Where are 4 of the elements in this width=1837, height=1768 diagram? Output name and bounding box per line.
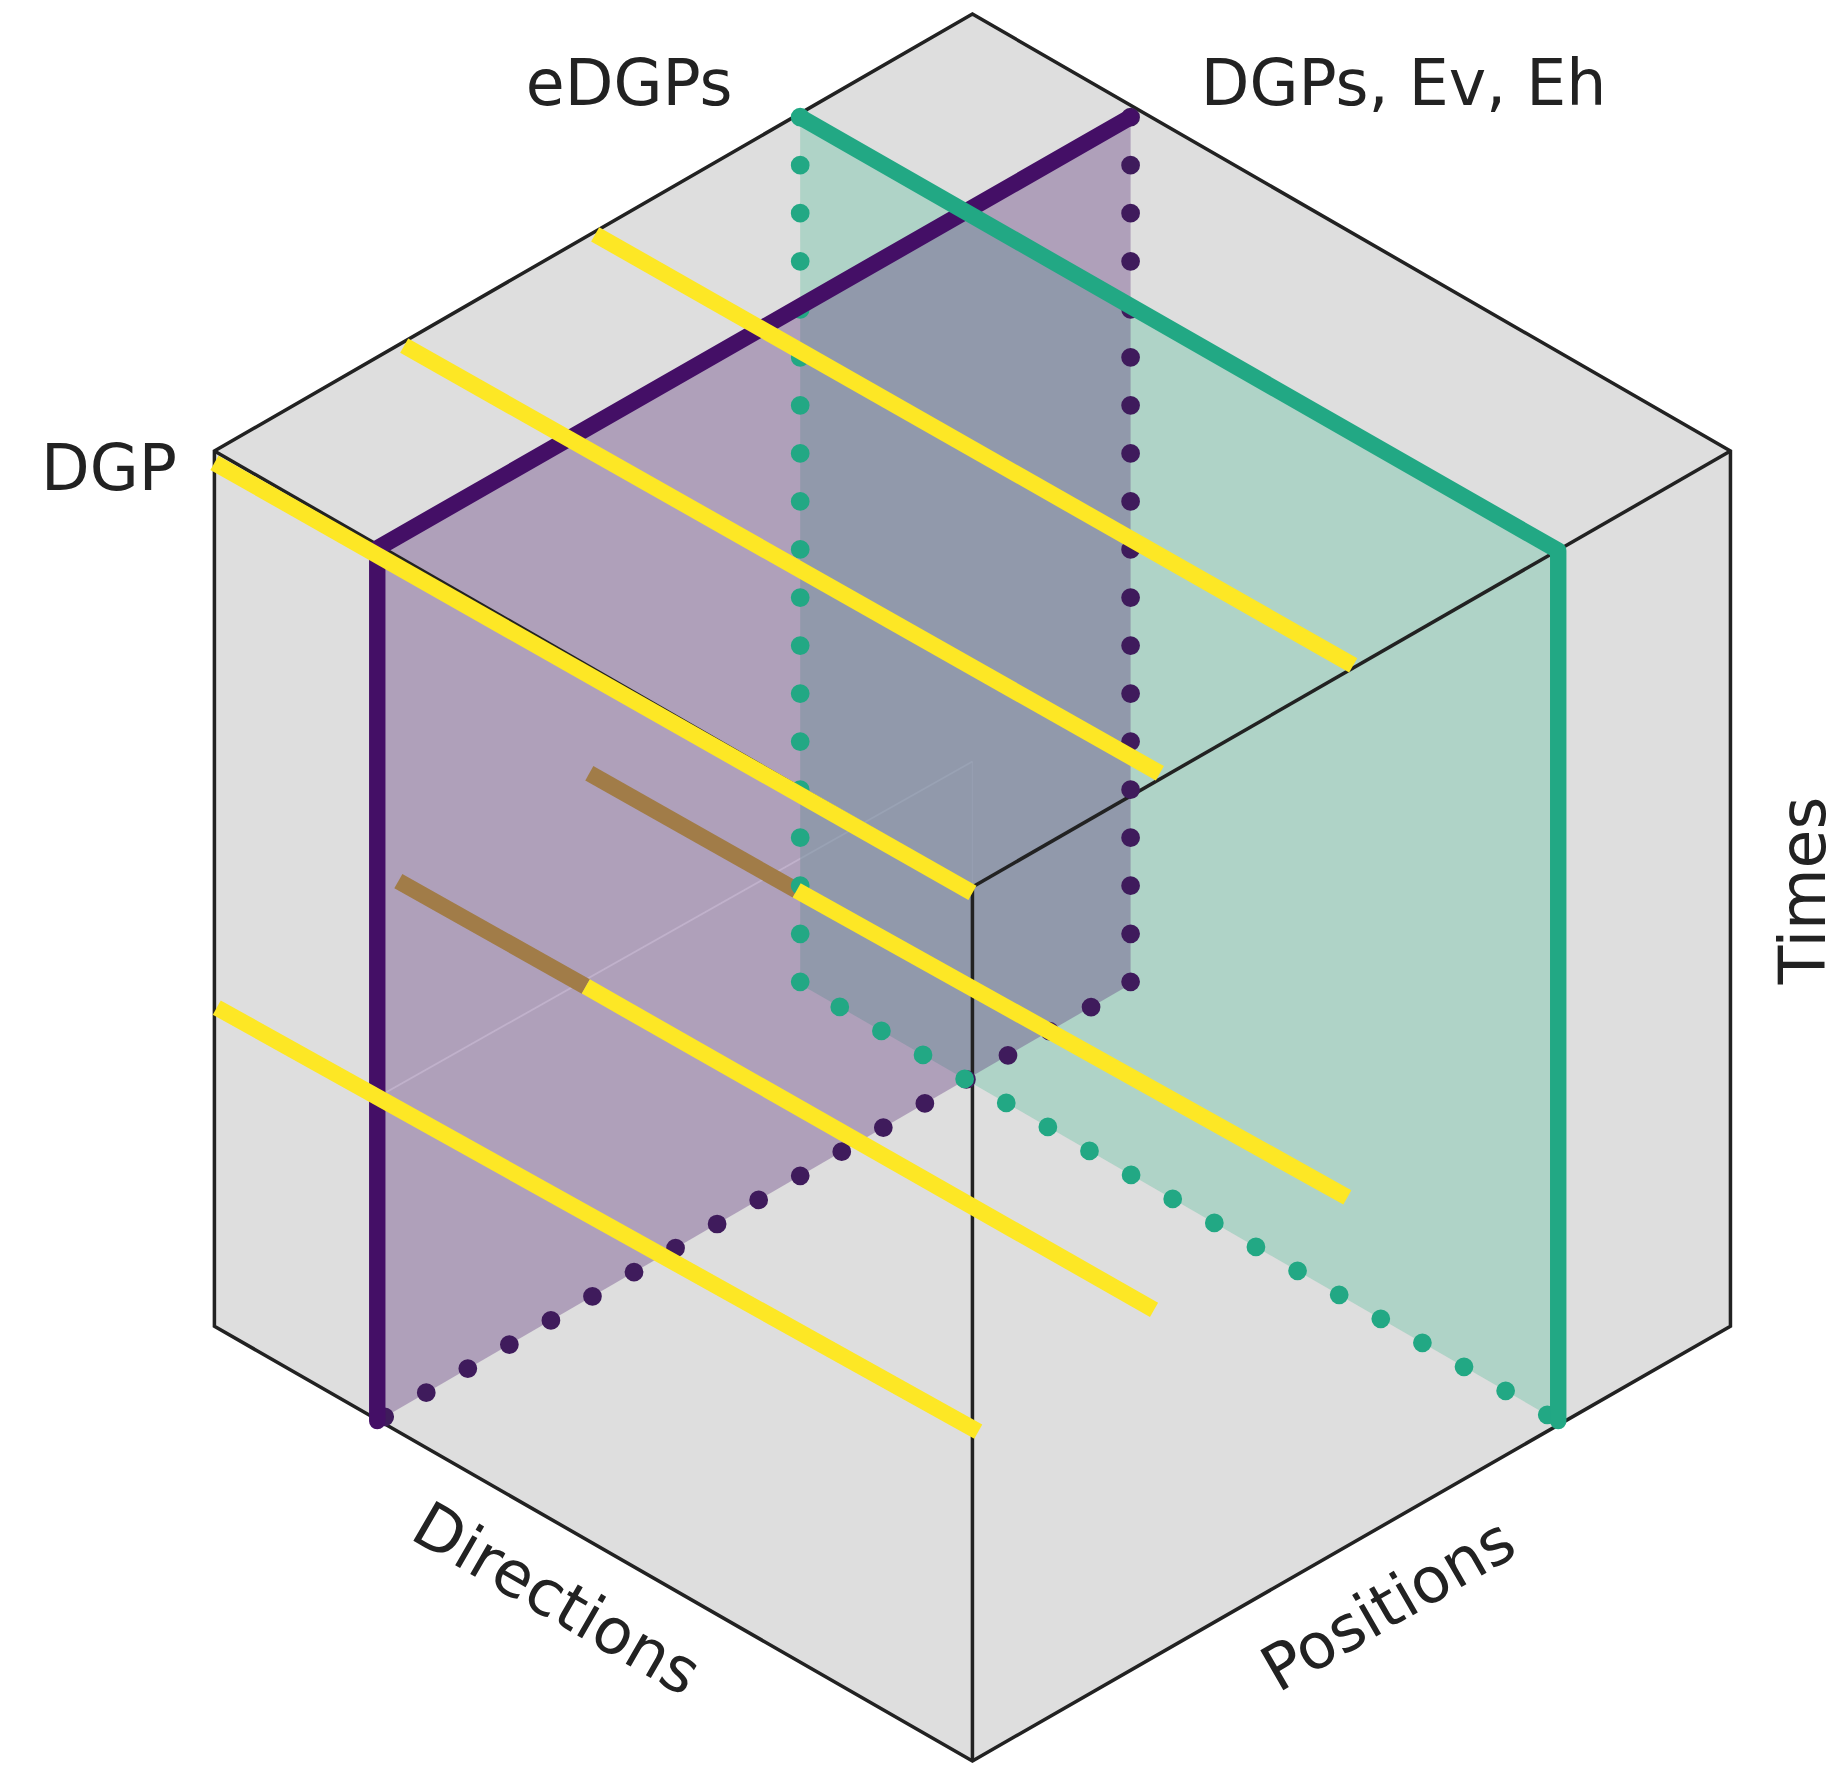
- axis-label: DGP: [41, 437, 177, 501]
- axis-label: DGPs, Ev, Eh: [1200, 52, 1607, 116]
- axis-label: eDGPs: [525, 52, 733, 116]
- axis-label: Times: [1772, 796, 1836, 985]
